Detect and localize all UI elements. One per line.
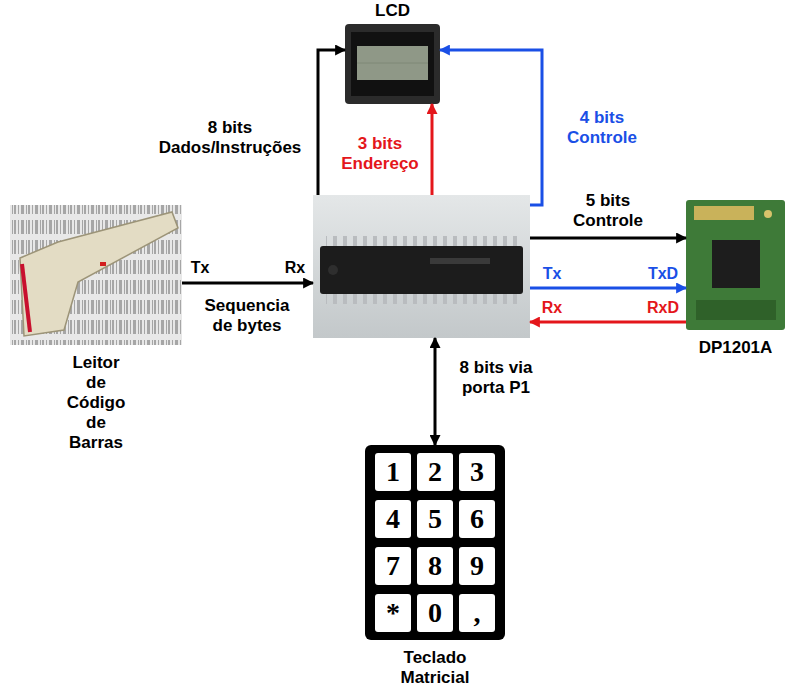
pcb-board xyxy=(686,200,785,330)
barcode-reader: Leitor de Código de Barras xyxy=(10,205,182,345)
signal-label: 8 bits via porta P1 xyxy=(446,358,546,398)
keypad-key: 1 xyxy=(375,453,411,491)
pcb-traces xyxy=(696,300,776,320)
key-label: 2 xyxy=(428,458,442,486)
lcd-picture xyxy=(345,24,440,104)
keypad-key: 5 xyxy=(417,500,453,538)
microcontroller-chip xyxy=(313,195,530,338)
device-label: Teclado Matricial xyxy=(401,648,470,688)
signal-arrow xyxy=(434,338,437,445)
key-label: 6 xyxy=(470,505,484,533)
scanner-led xyxy=(100,262,106,266)
barcode-stripes xyxy=(10,205,182,345)
scanner-body xyxy=(20,212,178,336)
lcd-row-line xyxy=(357,63,428,64)
lcd-display: LCD xyxy=(345,24,440,104)
signal-label: 3 bits Endereço xyxy=(335,134,425,174)
signal-arrow xyxy=(530,237,686,240)
key-label: 7 xyxy=(386,552,400,580)
device-label: LCD xyxy=(375,1,410,21)
keypad-key: * xyxy=(375,594,411,632)
signal-label: 4 bits Controle xyxy=(567,108,637,148)
lcd-frame xyxy=(345,24,440,104)
barcode-ground xyxy=(10,205,182,345)
signal-arrow xyxy=(440,50,542,205)
pin-name: Tx xyxy=(543,265,562,284)
pin-name: TxD xyxy=(648,265,678,284)
keypad-key: 3 xyxy=(459,453,495,491)
pin-name: Rx xyxy=(285,259,305,278)
keypad-key: 2 xyxy=(417,453,453,491)
signal-label: 5 bits Controle xyxy=(573,191,643,231)
rf-module-picture xyxy=(686,200,785,330)
signal-arrow xyxy=(530,321,686,324)
keypad-key: 8 xyxy=(417,547,453,585)
barcode-reader-picture xyxy=(10,205,182,345)
device-label: DP1201A xyxy=(699,338,773,358)
key-label: 9 xyxy=(470,552,484,580)
key-label: 1 xyxy=(386,458,400,486)
signal-arrow xyxy=(431,104,434,195)
pin-name: Rx xyxy=(542,299,562,318)
key-label: 5 xyxy=(428,505,442,533)
chip-photo-ground xyxy=(313,195,530,338)
keypad-key: , xyxy=(459,594,495,632)
matrix-keypad: Teclado Matricial123456789*0, xyxy=(365,445,505,640)
keypad-key: 7 xyxy=(375,547,411,585)
chip-notch xyxy=(328,265,338,275)
chip-body xyxy=(320,246,523,294)
lcd-screen xyxy=(357,46,428,80)
device-label: Leitor de Código de Barras xyxy=(67,353,126,453)
keypad-key: 6 xyxy=(459,500,495,538)
chip-picture xyxy=(313,195,530,338)
chip-marking xyxy=(430,258,490,264)
signal-label: 8 bits Dados/Instruções xyxy=(150,118,310,158)
pcb-chip xyxy=(712,240,760,288)
keypad-key: 4 xyxy=(375,500,411,538)
pin-name: Tx xyxy=(191,259,210,278)
key-label: 4 xyxy=(386,505,400,533)
scanner-window xyxy=(22,264,30,332)
signal-arrow xyxy=(318,50,345,195)
key-label: 0 xyxy=(428,599,442,627)
pcb-pad xyxy=(764,210,772,218)
lcd-bezel xyxy=(351,32,434,96)
key-label: 8 xyxy=(428,552,442,580)
rf-module: DP1201A xyxy=(686,200,785,330)
pcb-antenna xyxy=(694,206,754,220)
signal-arrow xyxy=(530,287,686,290)
keypad-key: 9 xyxy=(459,547,495,585)
signal-arrow xyxy=(182,282,313,285)
signal-label: Sequencia de bytes xyxy=(204,296,289,336)
keypad-key: 0 xyxy=(417,594,453,632)
key-label: 3 xyxy=(470,458,484,486)
pin-name: RxD xyxy=(647,299,679,318)
key-label: * xyxy=(386,599,400,627)
key-label: , xyxy=(474,599,481,627)
